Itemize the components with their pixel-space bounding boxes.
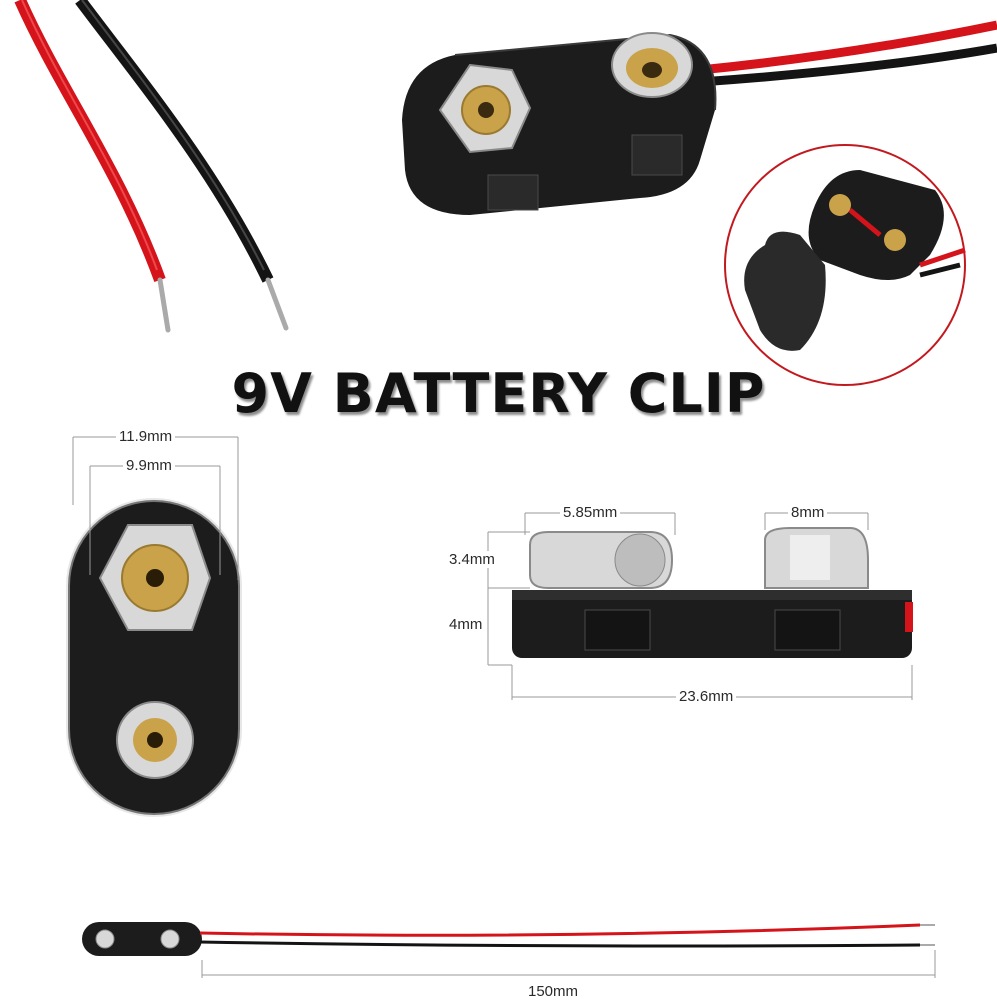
lead-length-label: 150mm: [525, 983, 582, 1000]
body-length-label: 23.6mm: [676, 688, 737, 705]
snap-large-width-label: 5.85mm: [560, 504, 621, 521]
outer-width-label: 11.9mm: [116, 428, 176, 445]
snap-height-label: 3.4mm: [446, 551, 498, 568]
body-height-label: 4mm: [446, 616, 486, 633]
page-title: 9V BATTERY CLIP: [231, 362, 766, 425]
inner-width-label: 9.9mm: [123, 457, 175, 474]
snap-small-width-label: 8mm: [788, 504, 828, 521]
